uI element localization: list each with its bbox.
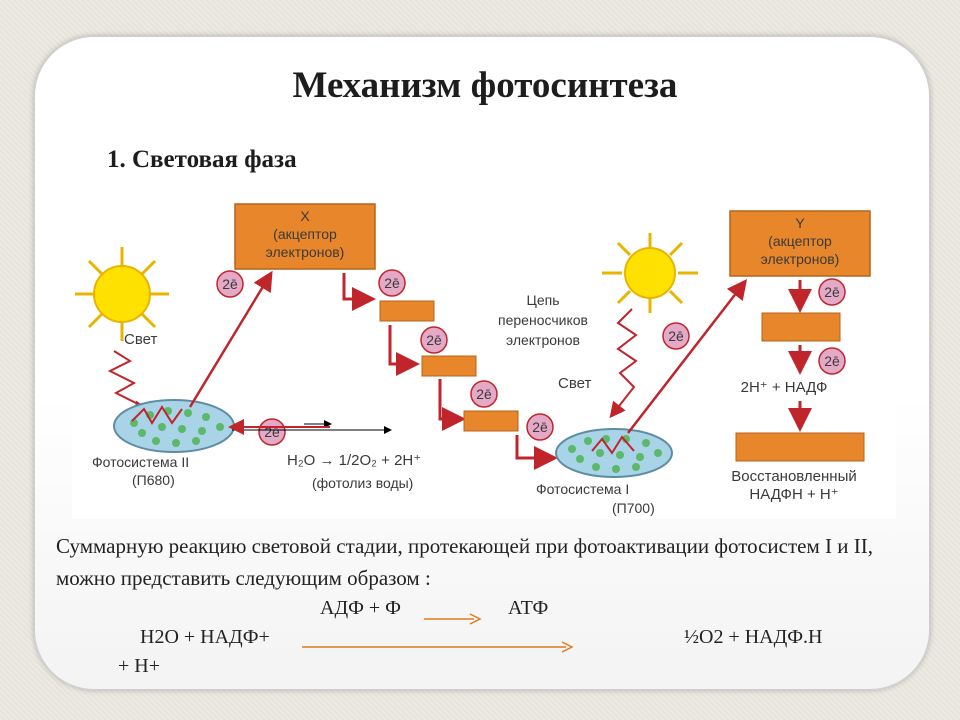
nadp-reaction: 2H⁺ + НАДФ: [741, 379, 828, 396]
product-label-line1: Восстановленный: [731, 468, 856, 485]
equation-atp: АТФ: [508, 597, 549, 619]
electron-badge-7: [662, 322, 690, 350]
arrow-ps2-to-x: [188, 270, 273, 408]
acceptor-y-line2: (акцептор: [768, 233, 832, 249]
chain-arrow-4: [515, 435, 558, 470]
equation-right: ½O2 + НАДФ.Н: [684, 626, 823, 648]
ps1-code: (П700): [612, 500, 655, 516]
photosystem-i-disc: [555, 428, 673, 478]
ps2-label: Фотосистема II: [92, 454, 189, 470]
electron-badge-4: [470, 380, 498, 408]
ps1-label: Фотосистема I: [536, 481, 629, 497]
electron-badge-5: [526, 413, 554, 441]
acceptor-y-symbol: Y: [795, 215, 805, 231]
diagram-svg: Свет Фотосистема II (П680) 2ē X (акцепто…: [72, 201, 896, 519]
electron-badge-8: [818, 278, 846, 306]
chain-label-line2: переносчиков: [498, 312, 588, 328]
chain-arrow-3: [438, 379, 466, 431]
light-label-right: Свет: [558, 375, 591, 392]
photolysis-label: (фотолиз воды): [312, 475, 413, 491]
equation-arrow-atp: [424, 613, 482, 625]
electron-badge-2: [378, 269, 406, 297]
equation-left: H2O + НАДФ+: [140, 626, 270, 648]
carrier-box-2: [421, 355, 477, 377]
light-ray-right: [609, 308, 638, 419]
chain-label-line3: электронов: [506, 332, 580, 348]
product-label-line2: НАДФН + Н⁺: [749, 486, 838, 503]
equation-arrow-main: [302, 641, 574, 653]
electron-badge-3-text: 2ē: [426, 332, 442, 348]
ps2-code: (П680): [132, 472, 175, 488]
section-subtitle: 1. Световая фаза: [107, 146, 297, 173]
photosystem-ii-disc: [113, 399, 235, 453]
equation-adp: АДФ + Ф: [320, 597, 401, 619]
acceptor-x-box: [234, 203, 376, 270]
electron-badge-9: [818, 347, 846, 375]
acceptor-x-symbol: X: [300, 208, 310, 224]
chain-arrow-2: [388, 325, 420, 376]
electron-badge-7-text: 2ē: [668, 328, 684, 344]
acceptor-y-line3: электронов): [761, 251, 840, 267]
chain-arrow-1: [342, 273, 376, 311]
page-title: Механизм фотосинтеза: [292, 65, 678, 106]
light-label-left: Свет: [124, 331, 157, 348]
electron-badge-8-text: 2ē: [824, 284, 840, 300]
arrow-ps1-to-y: [627, 279, 748, 434]
chain-label-line1: Цепь: [526, 292, 559, 308]
acceptor-y-box: [729, 210, 871, 277]
acceptor-x-line2: (акцептор: [273, 226, 337, 242]
carrier-box-1: [379, 300, 435, 322]
equation-left-tail: + H+: [118, 655, 161, 677]
sun-icon: [75, 247, 169, 341]
electron-badge-1: [216, 270, 244, 298]
electron-badge-3: [420, 326, 448, 354]
carrier-box-y: [761, 312, 841, 342]
electron-badge-6: [258, 418, 286, 446]
acceptor-x-line3: электронов): [266, 244, 345, 260]
photosynthesis-diagram: Свет Фотосистема II (П680) 2ē X (акцепто…: [72, 201, 896, 519]
electron-badge-4-text: 2ē: [476, 386, 492, 402]
sun-icon-right: [602, 233, 698, 313]
product-box: [735, 432, 865, 462]
photolysis-equation: H₂O → 1/2O₂ + 2H⁺: [287, 452, 421, 469]
electron-badge-2-text: 2ē: [384, 275, 400, 291]
electron-badge-9-text: 2ē: [824, 353, 840, 369]
carrier-box-3: [463, 410, 519, 432]
electron-badge-1-text: 2ē: [222, 276, 238, 292]
electron-badge-5-text: 2ē: [532, 419, 548, 435]
summary-text: Суммарную реакцию световой стадии, проте…: [56, 534, 874, 590]
